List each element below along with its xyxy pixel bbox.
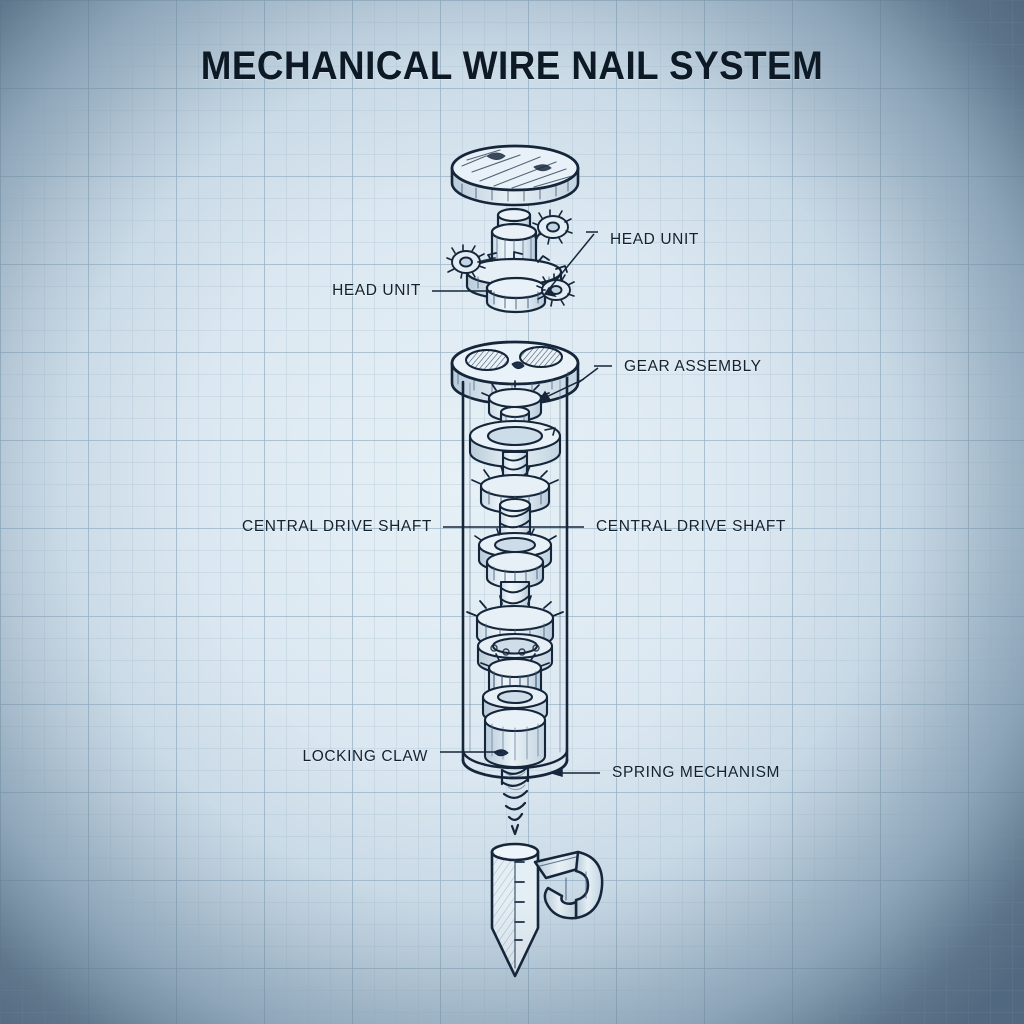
label-head-unit-right: HEAD UNIT bbox=[610, 231, 699, 248]
label-central-drive-shaft-right: CENTRAL DRIVE SHAFT bbox=[596, 518, 786, 535]
label-spring-mechanism: SPRING MECHANISM bbox=[612, 764, 781, 781]
label-central-drive-shaft-left: CENTRAL DRIVE SHAFT bbox=[242, 518, 432, 535]
label-gear-assembly: GEAR ASSEMBLY bbox=[624, 358, 762, 375]
label-head-unit-left: HEAD UNIT bbox=[332, 282, 421, 299]
label-locking-claw: LOCKING CLAW bbox=[302, 748, 428, 765]
page-title: MECHANICAL WIRE NAIL SYSTEM bbox=[200, 44, 824, 88]
